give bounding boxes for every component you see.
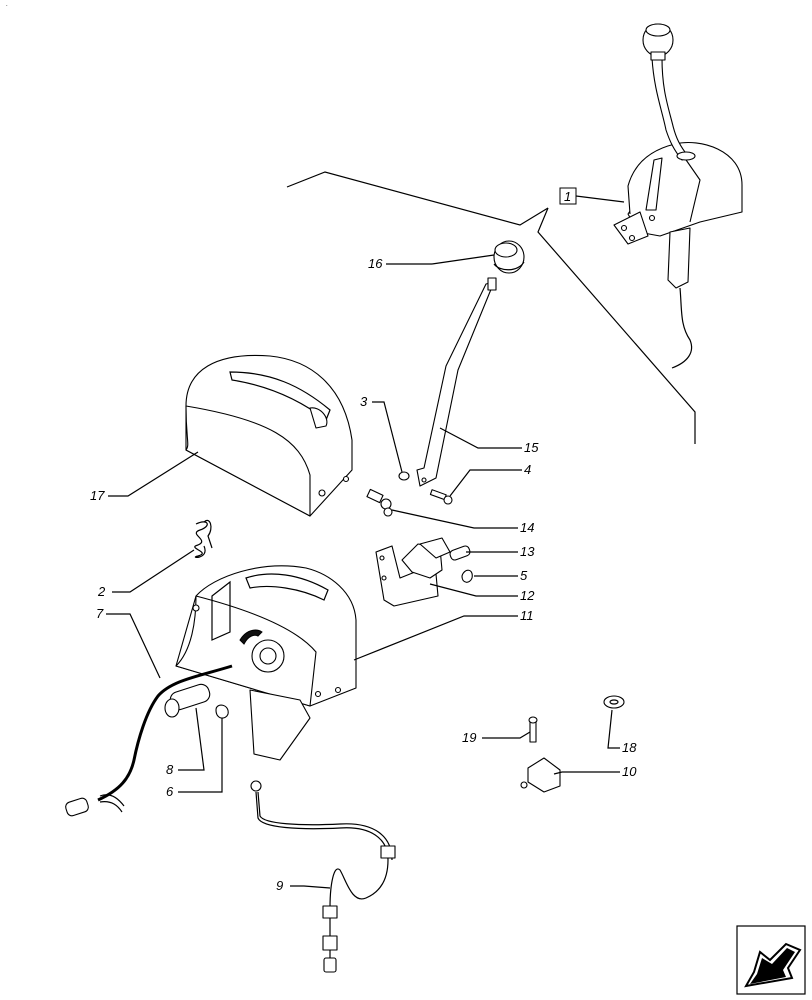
bracket-illustration: [375, 537, 473, 607]
part-number-label: 7: [96, 606, 104, 621]
part-number-label: 17: [90, 488, 105, 503]
part-number-label: 8: [166, 762, 174, 777]
assembly-bracket-lines: [286, 171, 696, 444]
part-number-label: 9: [276, 878, 283, 893]
small-hardware-illustration: [520, 695, 625, 793]
callout-19: 19: [462, 730, 531, 745]
corner-mark: .: [6, 2, 8, 8]
knob-illustration: [493, 240, 525, 274]
callout-17: 17: [90, 451, 199, 503]
part-number-label: 3: [360, 394, 368, 409]
part-number-label: 12: [520, 588, 535, 603]
part-number-label: 18: [622, 740, 637, 755]
callout-15: 15: [439, 427, 539, 455]
callout-4: 4: [449, 462, 531, 497]
callout-16: 16: [368, 254, 495, 271]
callout-3: 3: [360, 394, 403, 473]
housing-illustration: [175, 565, 357, 761]
lever-assembly-illustration: [613, 23, 743, 369]
part-number-label: 13: [520, 544, 535, 559]
callout-14: 14: [391, 509, 534, 535]
cover-illustration: [185, 354, 353, 517]
callout-11: 11: [353, 608, 534, 661]
pin-bushing-illustration: [366, 488, 393, 517]
part-number-label: 10: [622, 764, 637, 779]
wiring-harness-illustration: [65, 664, 233, 817]
part-number-label: 11: [520, 608, 534, 623]
callout-13: 13: [466, 544, 535, 559]
cable-illustration: [250, 780, 396, 973]
spring-illustration: [194, 519, 213, 559]
callout-9: 9: [276, 878, 331, 893]
callout-10: 10: [553, 764, 637, 779]
callout-8: 8: [166, 707, 205, 777]
part-number-label: 2: [97, 584, 106, 599]
lever-rod-illustration: [416, 277, 497, 487]
callout-1: 1: [559, 187, 625, 205]
part-number-label: 6: [166, 784, 174, 799]
callout-6: 6: [166, 718, 223, 799]
part-number-label: 14: [520, 520, 534, 535]
part-number-label: 5: [520, 568, 528, 583]
part-number-label: 1: [564, 189, 571, 204]
part-number-label: 19: [462, 730, 476, 745]
callout-12: 12: [429, 583, 535, 603]
part-number-label: 16: [368, 256, 383, 271]
part-number-label: 4: [524, 462, 531, 477]
arrow-previous-icon[interactable]: [736, 925, 806, 995]
callout-2: 2: [97, 549, 195, 599]
pin-clip-illustration: [164, 683, 229, 719]
part-number-label: 15: [524, 440, 539, 455]
callout-7: 7: [96, 606, 161, 679]
callout-18: 18: [607, 709, 637, 755]
washer-bolt-illustration: [398, 471, 453, 505]
callout-5: 5: [474, 568, 528, 583]
